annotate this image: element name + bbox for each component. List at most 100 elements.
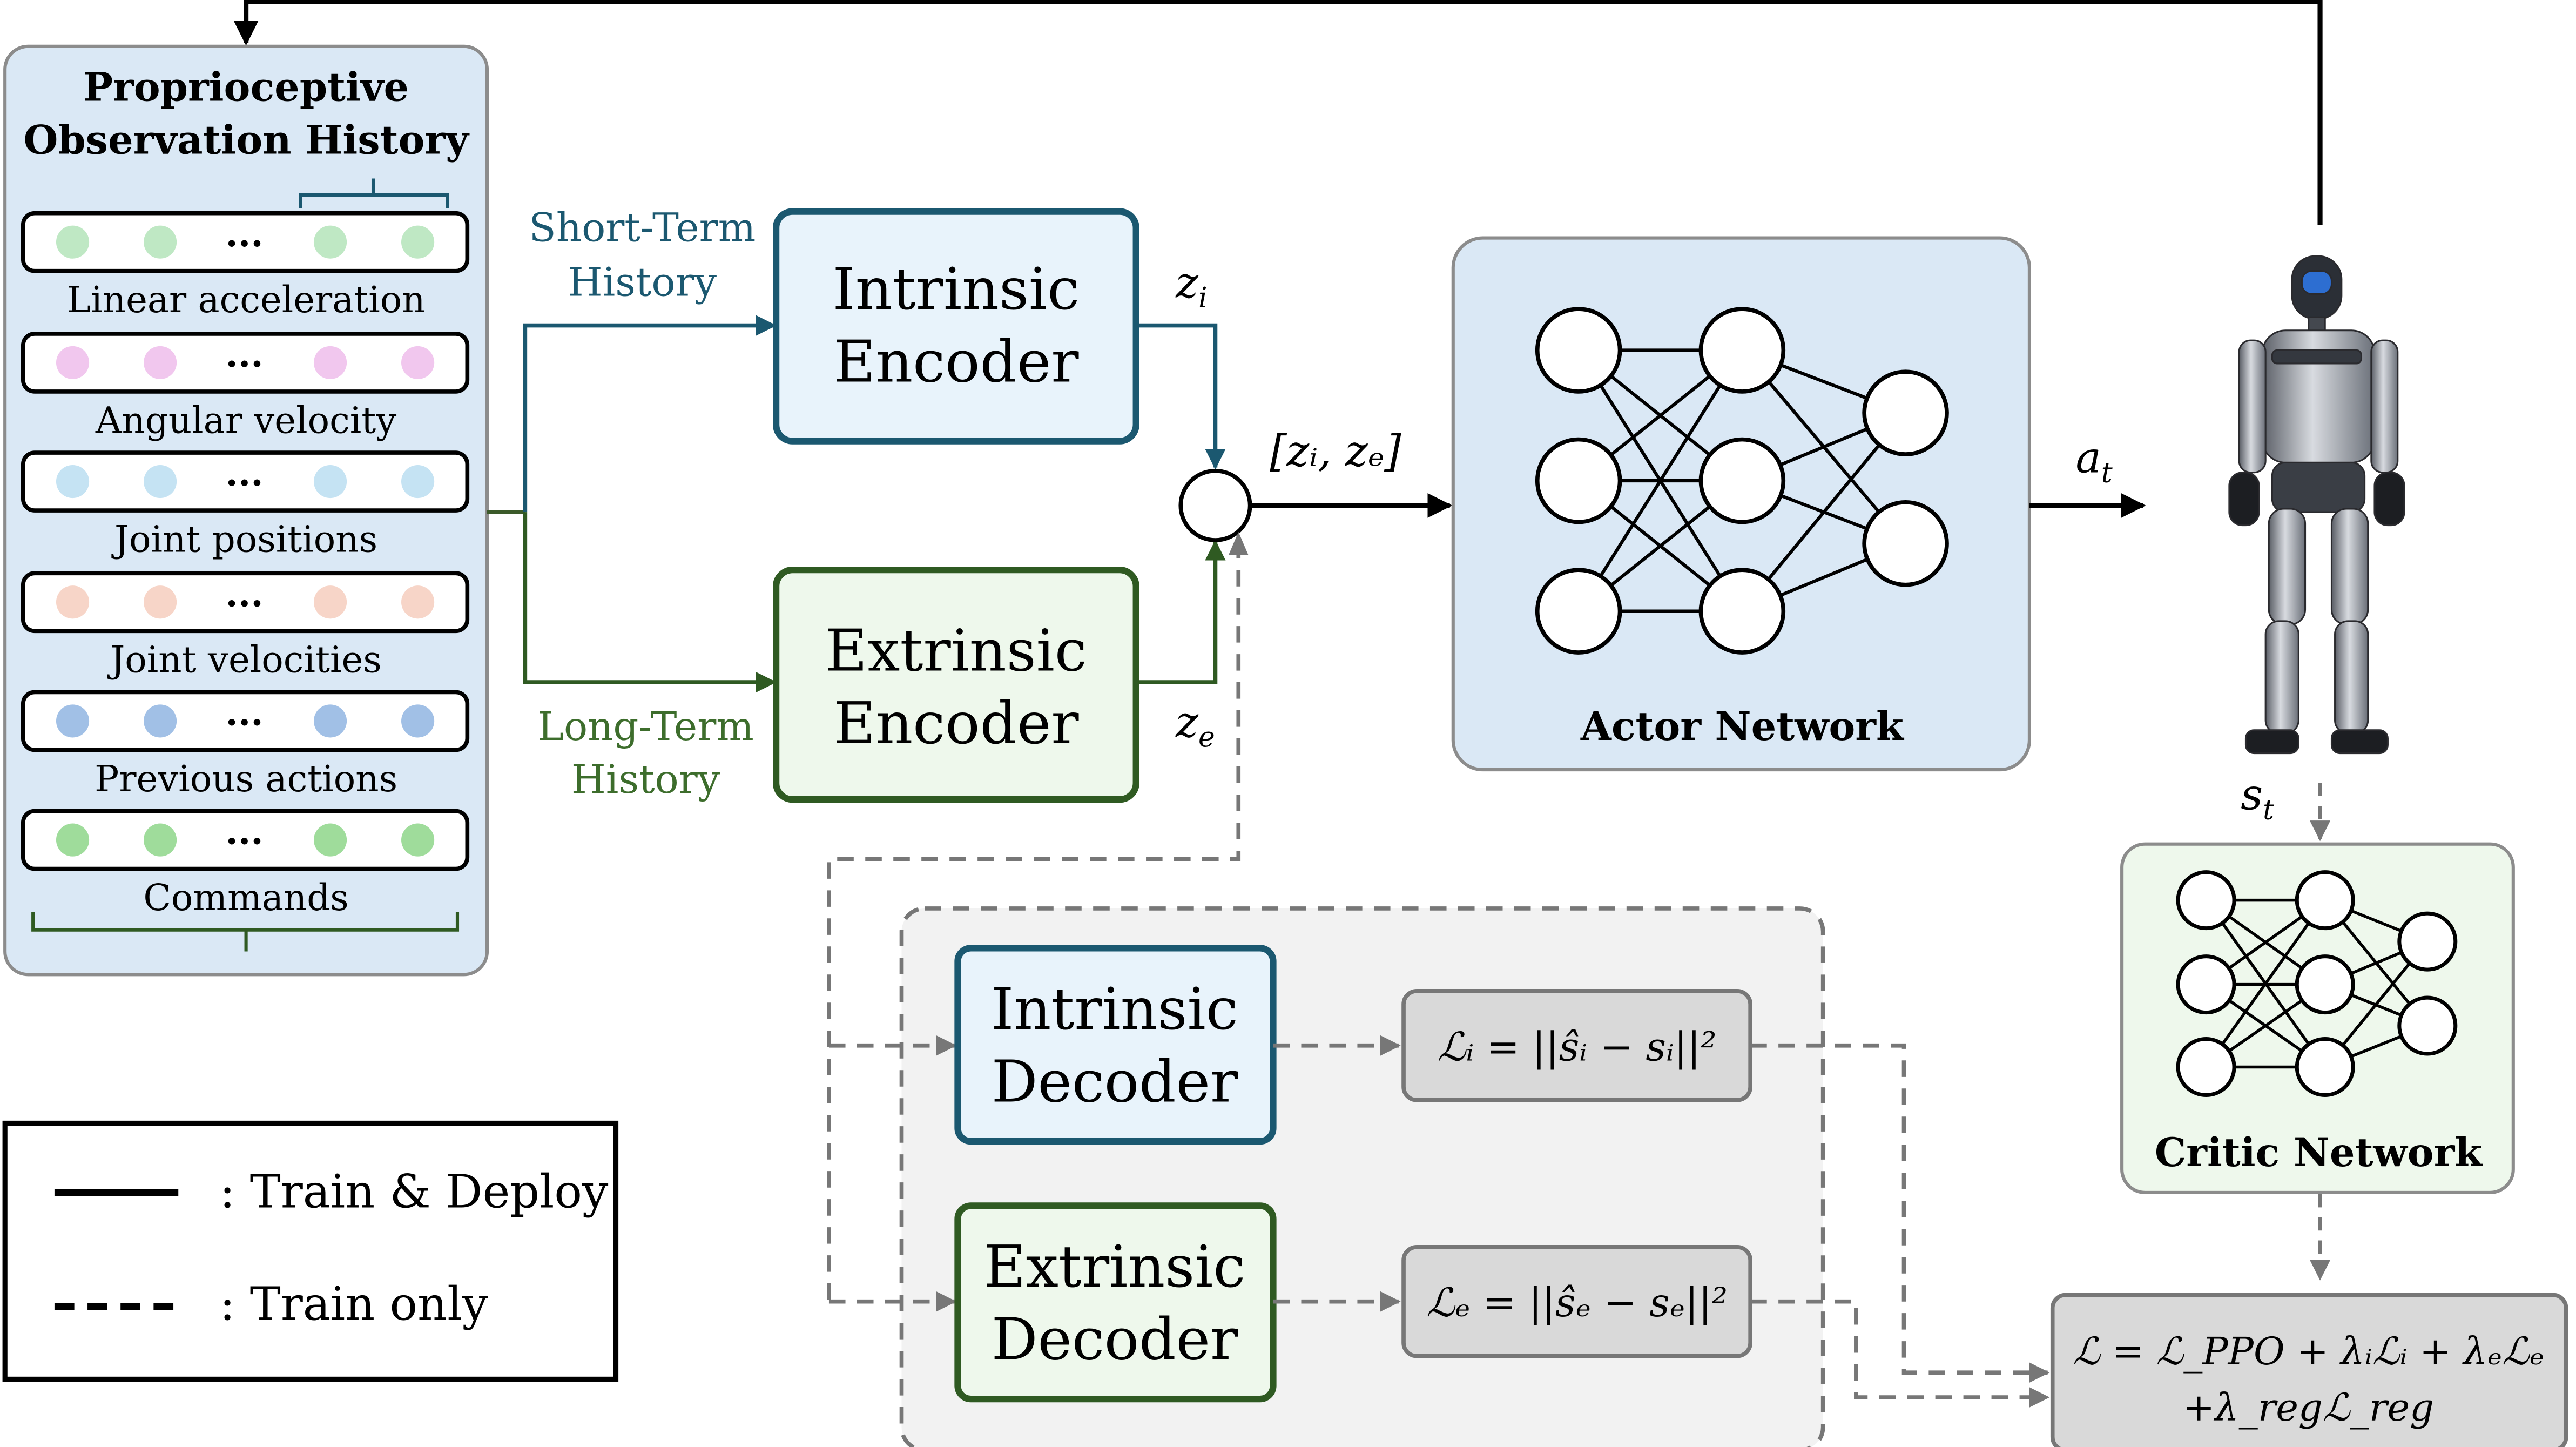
intrinsic-decoder-line1: Intrinsic xyxy=(991,976,1238,1043)
observation-row-box xyxy=(21,571,470,634)
observation-dot xyxy=(56,465,90,499)
observation-row-box xyxy=(21,211,470,273)
history-routing xyxy=(487,315,777,693)
z-i-label: zi xyxy=(1175,258,1208,314)
observation-history-panel: Proprioceptive Observation History ...Li… xyxy=(3,44,489,977)
intrinsic-encoder: Intrinsic Encoder xyxy=(772,208,1139,445)
intrinsic-encoder-line1: Intrinsic xyxy=(833,256,1080,323)
actor-network: Actor Network xyxy=(1451,236,2031,772)
observation-dot xyxy=(313,346,347,379)
observation-row-label: Commands xyxy=(143,877,348,919)
latent-to-decoders-dashed xyxy=(827,542,1241,1302)
nn-edge xyxy=(1577,349,1744,613)
extrinsic-loss-formula: ℒₑ = ||ŝₑ − sₑ||² xyxy=(1426,1280,1728,1326)
action-label: at xyxy=(2076,433,2113,489)
nn-node xyxy=(2397,995,2458,1056)
observation-row-label: Previous actions xyxy=(95,758,397,800)
concat-label: [zᵢ, zₑ] xyxy=(1270,426,1401,476)
observation-dot xyxy=(401,225,435,259)
observation-row-box xyxy=(21,332,470,394)
extrinsic-loss-box: ℒₑ = ||ŝₑ − sₑ||² xyxy=(1401,1244,1752,1358)
observation-dot xyxy=(401,465,435,499)
nn-node xyxy=(1698,568,1786,655)
z-e-label: ze xyxy=(1175,697,1215,753)
observation-ellipsis: ... xyxy=(225,810,263,853)
observation-row: ... Angular velocity xyxy=(21,332,470,441)
observation-row-box xyxy=(21,809,470,871)
observation-row-label: Angular velocity xyxy=(95,399,396,441)
observation-dot xyxy=(144,823,177,857)
observation-ellipsis: ... xyxy=(225,333,263,375)
long-term-label-line2: History xyxy=(571,757,720,803)
observation-row: ...Joint positions xyxy=(21,450,470,561)
legend: : Train & Deploy : Train only xyxy=(2,1120,619,1382)
panel-title-line2: Observation History xyxy=(23,117,470,164)
intrinsic-decoder: Intrinsic Decoder xyxy=(954,945,1277,1145)
extrinsic-encoder-line2: Encoder xyxy=(833,690,1079,757)
nn-node xyxy=(2295,1037,2355,1097)
nn-node xyxy=(1535,568,1622,655)
nn-node xyxy=(2295,954,2355,1015)
extrinsic-loss-to-total xyxy=(1750,1299,2050,1408)
critic-nn-graph xyxy=(2176,870,2458,1097)
observation-ellipsis: ... xyxy=(225,212,263,255)
observation-dot xyxy=(401,346,435,379)
nn-node xyxy=(2176,1037,2236,1097)
observation-row-box xyxy=(21,450,470,513)
z-i-arrow xyxy=(1136,323,1226,470)
long-term-label-line1: Long-Term xyxy=(537,704,754,750)
short-term-label-line2: History xyxy=(568,260,717,306)
intrinsic-decoder-line2: Decoder xyxy=(992,1049,1238,1116)
observation-dot xyxy=(401,823,435,857)
observation-row: ... Joint velocities xyxy=(21,571,470,681)
intrinsic-loss-to-total xyxy=(1750,1043,2050,1383)
observation-dot xyxy=(56,823,90,857)
observation-dot xyxy=(56,704,90,738)
observation-row: ... Commands xyxy=(21,809,470,919)
nn-node xyxy=(1535,307,1622,394)
critic-network-label: Critic Network xyxy=(2155,1129,2483,1176)
observation-row-box xyxy=(21,690,470,752)
observation-row: ... Previous actions xyxy=(21,690,470,800)
observation-dot xyxy=(144,225,177,259)
observation-ellipsis: ... xyxy=(225,572,263,615)
observation-ellipsis: ... xyxy=(225,691,263,734)
observation-row-label: Joint velocities xyxy=(107,639,381,681)
observation-dot xyxy=(144,585,177,619)
total-loss-line2: +λ_regℒ_reg xyxy=(2183,1385,2434,1430)
critic-network: Critic Network xyxy=(2120,842,2515,1194)
nn-node xyxy=(1698,307,1786,394)
actor-nn-graph xyxy=(1535,307,1949,655)
observation-dot xyxy=(313,823,347,857)
intrinsic-loss-box: ℒᵢ = ||ŝᵢ − sᵢ||² xyxy=(1401,989,1752,1102)
observation-dot xyxy=(313,704,347,738)
short-term-bracket xyxy=(299,178,449,208)
long-term-bracket xyxy=(31,912,460,952)
z-e-arrow xyxy=(1136,540,1226,684)
latent-tap-arrowhead xyxy=(1228,531,1249,555)
state-label: st xyxy=(2241,770,2274,826)
nn-node xyxy=(2176,954,2236,1015)
nn-edge xyxy=(2204,899,2327,1068)
total-loss-line1: ℒ = ℒ_PPO + λᵢℒᵢ + λₑℒₑ xyxy=(2073,1329,2544,1374)
observation-row-label: Linear acceleration xyxy=(67,279,426,321)
nn-node xyxy=(1535,437,1622,524)
concat-node xyxy=(1178,468,1252,542)
nn-node xyxy=(1698,437,1786,524)
intrinsic-encoder-line2: Encoder xyxy=(833,329,1079,396)
intrinsic-loss-formula: ℒᵢ = ||ŝᵢ − sᵢ||² xyxy=(1438,1024,1717,1070)
observation-row: ... Linear acceleration xyxy=(21,211,470,321)
observation-dot xyxy=(144,704,177,738)
legend-solid-label: : Train & Deploy xyxy=(220,1165,609,1219)
observation-ellipsis: ... xyxy=(225,452,263,494)
observation-dot xyxy=(401,585,435,619)
nn-node xyxy=(1862,369,1949,456)
nn-node xyxy=(1862,500,1949,587)
nn-node xyxy=(2397,911,2458,972)
nn-node xyxy=(2176,870,2236,931)
extrinsic-decoder: Extrinsic Decoder xyxy=(954,1202,1277,1403)
feedback-loop-arrow xyxy=(233,0,2323,225)
actor-network-label: Actor Network xyxy=(1580,703,1905,750)
extrinsic-encoder-line1: Extrinsic xyxy=(825,618,1087,685)
